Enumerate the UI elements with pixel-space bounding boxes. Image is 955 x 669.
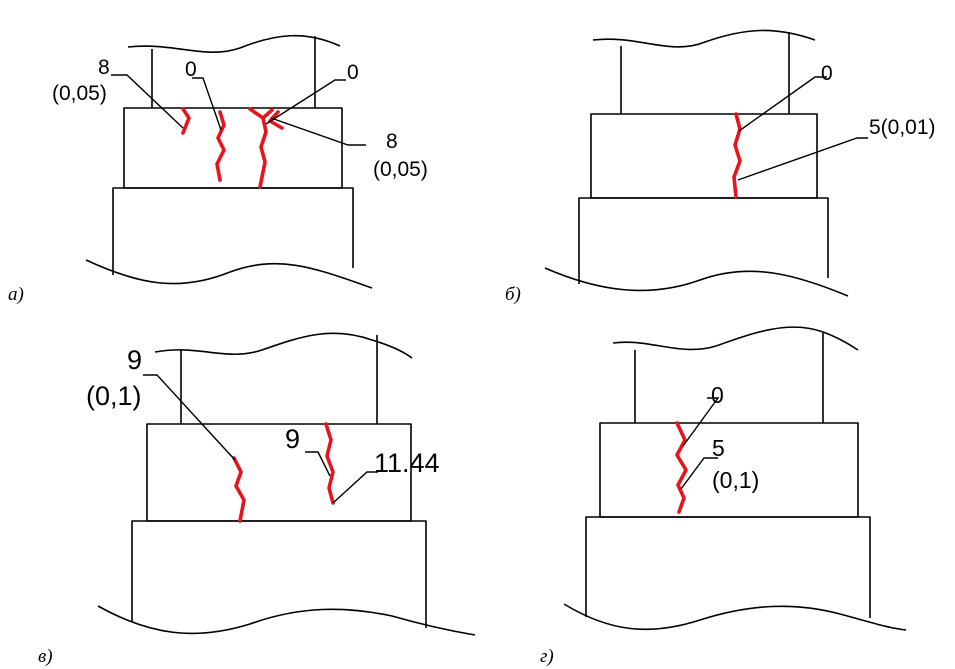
leader-line: [680, 457, 718, 490]
annotation-label: 0: [711, 382, 724, 408]
panel-d: 0 5 (0,1) г): [540, 326, 907, 667]
leader-line: [737, 137, 868, 181]
leader-line: [738, 76, 827, 132]
annotation-label: (0,1): [712, 467, 759, 493]
crack: [232, 456, 246, 523]
annotation-label: 8: [386, 130, 398, 153]
crack: [248, 107, 274, 189]
base-body: [131, 520, 427, 628]
crack: [675, 421, 688, 514]
upper-shaft-edges: [620, 32, 790, 114]
annotation-label: 9: [285, 424, 300, 454]
annotation-label: (0,05): [373, 158, 428, 181]
upper-shaft-wave: [127, 34, 341, 53]
leader-line: [332, 471, 378, 504]
weld-layer: [590, 113, 818, 199]
leader-line: [143, 374, 236, 461]
base-body: [585, 516, 871, 618]
lower-wave: [544, 267, 849, 297]
crack: [181, 107, 191, 135]
leader-line: [192, 77, 222, 131]
annotation-label: 11.44: [374, 448, 440, 478]
leader-line: [270, 117, 366, 146]
upper-shaft-wave: [154, 332, 413, 359]
crack: [215, 110, 226, 182]
base-body: [578, 197, 829, 284]
crack: [732, 112, 742, 199]
annotation-label: 9: [127, 345, 142, 375]
upper-shaft-edges: [634, 333, 824, 423]
panel-b: 0 5(0,01) б): [505, 29, 936, 305]
annotation-label: 0: [185, 58, 197, 81]
annotation-label: 0: [347, 61, 359, 84]
panel-caption: г): [540, 646, 554, 667]
upper-shaft-wave: [612, 326, 859, 351]
leader-line: [111, 74, 184, 129]
base-body: [112, 187, 354, 275]
upper-shaft-edges: [151, 36, 316, 108]
annotation-label: (0,05): [52, 82, 107, 105]
upper-shaft-edges: [180, 335, 378, 424]
leader-line: [305, 451, 331, 477]
annotation-label: (0,1): [86, 381, 142, 411]
crack: [324, 422, 335, 505]
annotation-label: 5(0,01): [869, 116, 936, 139]
panel-caption: а): [8, 284, 24, 305]
lower-wave: [85, 259, 373, 289]
panel-caption: б): [505, 284, 521, 305]
leader-line: [682, 397, 720, 447]
upper-shaft-wave: [592, 29, 816, 48]
panel-c: 9 (0,1) 9 11.44 в): [38, 332, 476, 667]
panel-a: 8 (0,05) 0 0 8 (0,05) а): [8, 34, 428, 305]
weld-layer: [123, 107, 343, 189]
annotation-label: 8: [98, 56, 110, 79]
panel-caption: в): [38, 646, 53, 667]
annotation-label: 0: [821, 62, 833, 85]
leader-line: [265, 79, 346, 125]
lower-wave: [97, 605, 476, 636]
annotation-label: 5: [712, 435, 725, 461]
lower-wave: [563, 603, 907, 631]
